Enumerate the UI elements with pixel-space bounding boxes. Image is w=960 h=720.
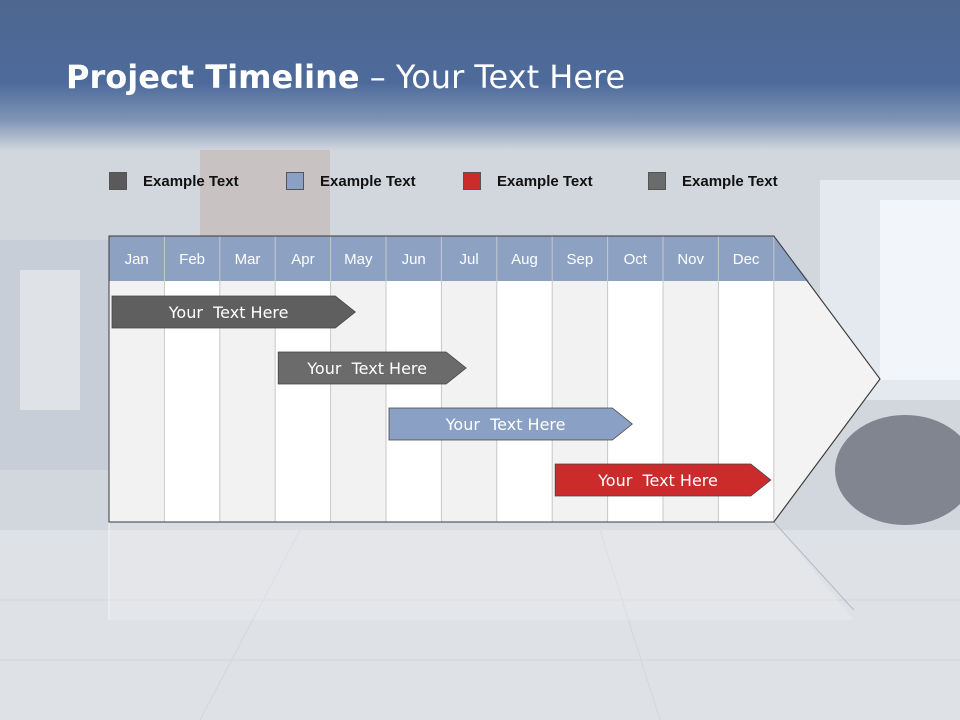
month-label: Nov	[677, 251, 704, 268]
month-column	[496, 281, 553, 522]
month-label: Feb	[179, 251, 205, 268]
timeline-reflection	[109, 522, 854, 620]
month-label: Jan	[125, 251, 149, 268]
month-label: Aug	[511, 251, 538, 268]
task-label: Your Text Here	[445, 415, 566, 434]
task-label: Your Text Here	[306, 359, 427, 378]
legend-label-1: Example Text	[143, 172, 239, 190]
legend-swatch-4	[648, 172, 666, 190]
title-bold: Project Timeline	[66, 58, 360, 96]
legend-label-2: Example Text	[320, 172, 416, 190]
month-label: Oct	[624, 251, 648, 268]
month-label: Mar	[235, 251, 261, 268]
month-label: Sep	[567, 251, 594, 268]
legend-item-1[interactable]: Example Text	[109, 170, 239, 192]
month-label: Jun	[402, 251, 426, 268]
timeline-arrow-outline	[108, 235, 881, 523]
task-label: Your Text Here	[597, 471, 718, 490]
month-label: May	[344, 251, 373, 268]
legend-swatch-3	[463, 172, 481, 190]
month-header-strip	[109, 236, 809, 281]
month-label: Jul	[460, 251, 479, 268]
legend-label-4: Example Text	[682, 172, 778, 190]
task-bar	[388, 407, 633, 441]
month-column	[441, 281, 497, 522]
header-band	[0, 0, 960, 150]
month-label: Dec	[733, 251, 760, 268]
slide-title[interactable]: Project Timeline – Your Text Here	[66, 58, 625, 96]
task-bar	[554, 463, 772, 497]
legend-item-2[interactable]: Example Text	[286, 170, 416, 192]
title-rest: – Your Text Here	[359, 58, 626, 96]
month-label: Apr	[291, 251, 314, 268]
legend-swatch-1	[109, 172, 127, 190]
reflection-edge-right	[773, 521, 855, 611]
legend-item-3[interactable]: Example Text	[463, 170, 593, 192]
task-bar	[111, 295, 356, 329]
legend-label-3: Example Text	[497, 172, 593, 190]
task-bar	[277, 351, 467, 385]
month-column	[386, 281, 442, 522]
legend-item-4[interactable]: Example Text	[648, 170, 778, 192]
legend-swatch-2	[286, 172, 304, 190]
task-label: Your Text Here	[168, 303, 289, 322]
